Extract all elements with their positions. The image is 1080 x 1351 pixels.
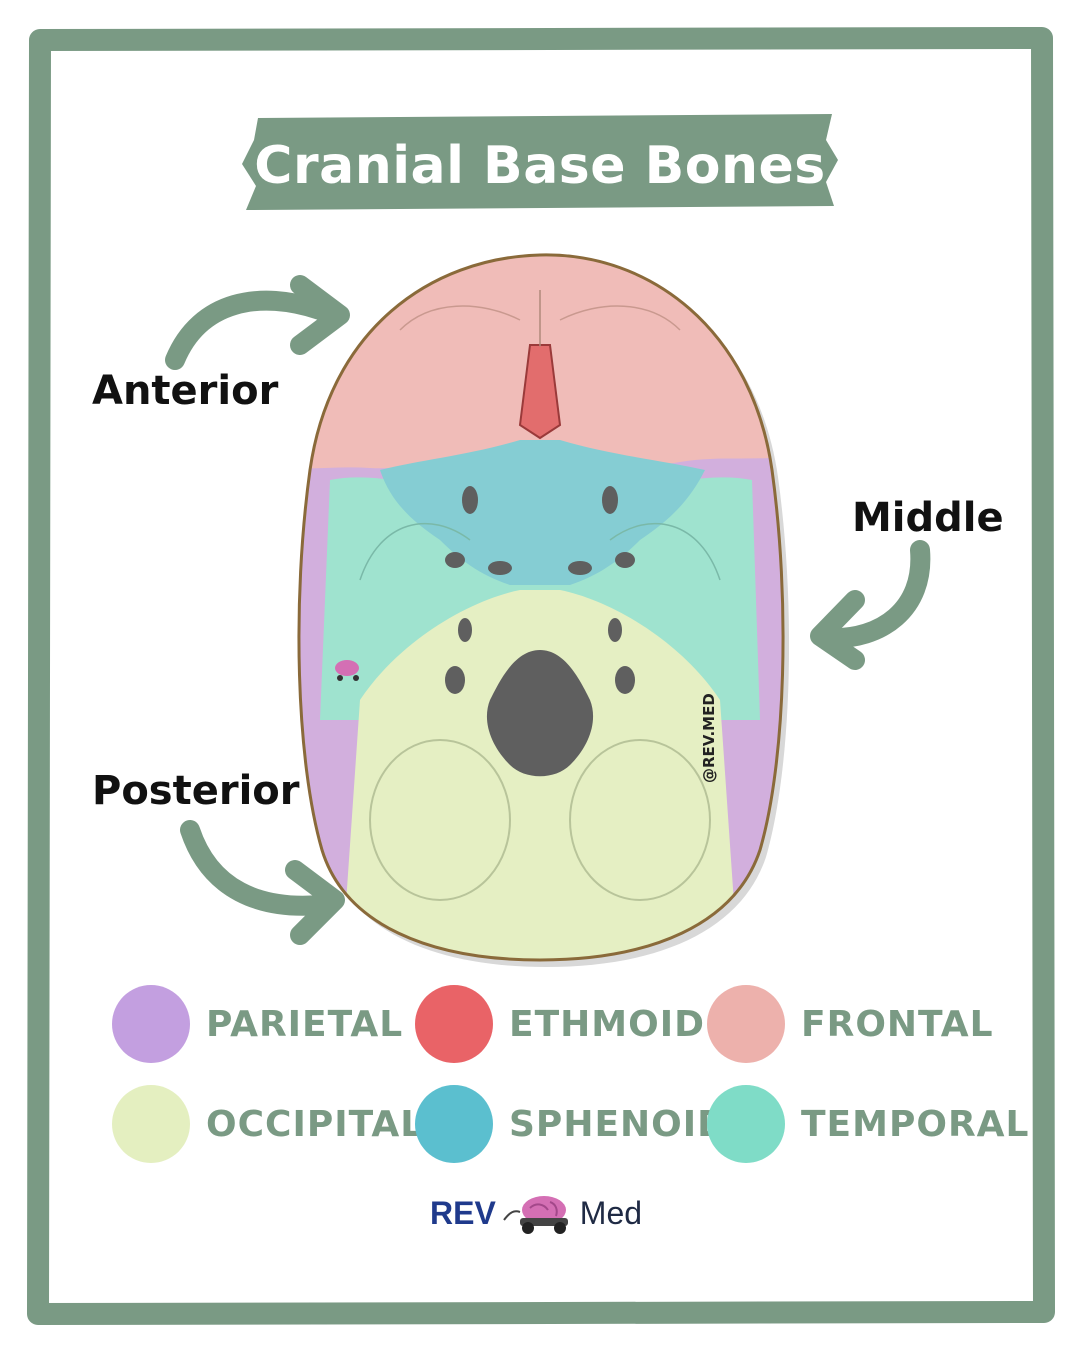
legend-label: FRONTAL: [801, 1003, 994, 1045]
revmed-logo: REV Med: [430, 1190, 642, 1236]
title-banner: [242, 114, 838, 210]
legend-swatch: [112, 1085, 190, 1163]
middle-arrow-icon: [810, 540, 931, 670]
legend-item-temporal: TEMPORAL: [707, 1085, 1029, 1163]
legend-label: ETHMOID: [509, 1003, 705, 1045]
logo-text-med: Med: [579, 1194, 643, 1231]
legend-item-frontal: FRONTAL: [707, 985, 994, 1063]
bone-sphenoid: [380, 440, 705, 585]
legend-swatch: [707, 985, 785, 1063]
watermark: @REV.MED: [700, 693, 718, 783]
legend-item-sphenoid: SPHENOID: [415, 1085, 728, 1163]
skull-outline: [297, 253, 785, 962]
bone-ethmoid: [518, 344, 562, 440]
foramen-magnum: [486, 650, 594, 777]
mascot-icon: [335, 660, 359, 681]
legend-swatch: [112, 985, 190, 1063]
legend-swatch: [415, 1085, 493, 1163]
label-posterior: Posterior: [92, 768, 300, 814]
page-title: Cranial Base Bones: [254, 136, 826, 196]
logo-text-rev: REV: [430, 1194, 496, 1231]
legend-label: SPHENOID: [509, 1103, 729, 1145]
posterior-arrow-icon: [180, 820, 345, 945]
legend-item-occipital: OCCIPITAL: [112, 1085, 424, 1163]
legend-swatch: [415, 985, 493, 1063]
anterior-arrow-icon: [165, 275, 350, 370]
legend-label: OCCIPITAL: [206, 1103, 425, 1145]
bone-occipital: [340, 590, 740, 960]
legend-item-parietal: PARIETAL: [112, 985, 403, 1063]
label-middle: Middle: [852, 495, 1004, 541]
legend-item-ethmoid: ETHMOID: [415, 985, 705, 1063]
legend-label: TEMPORAL: [801, 1103, 1030, 1145]
legend-swatch: [707, 1085, 785, 1163]
brain-car-icon: [502, 1196, 568, 1234]
legend-label: PARIETAL: [206, 1003, 404, 1045]
label-anterior: Anterior: [92, 368, 279, 414]
